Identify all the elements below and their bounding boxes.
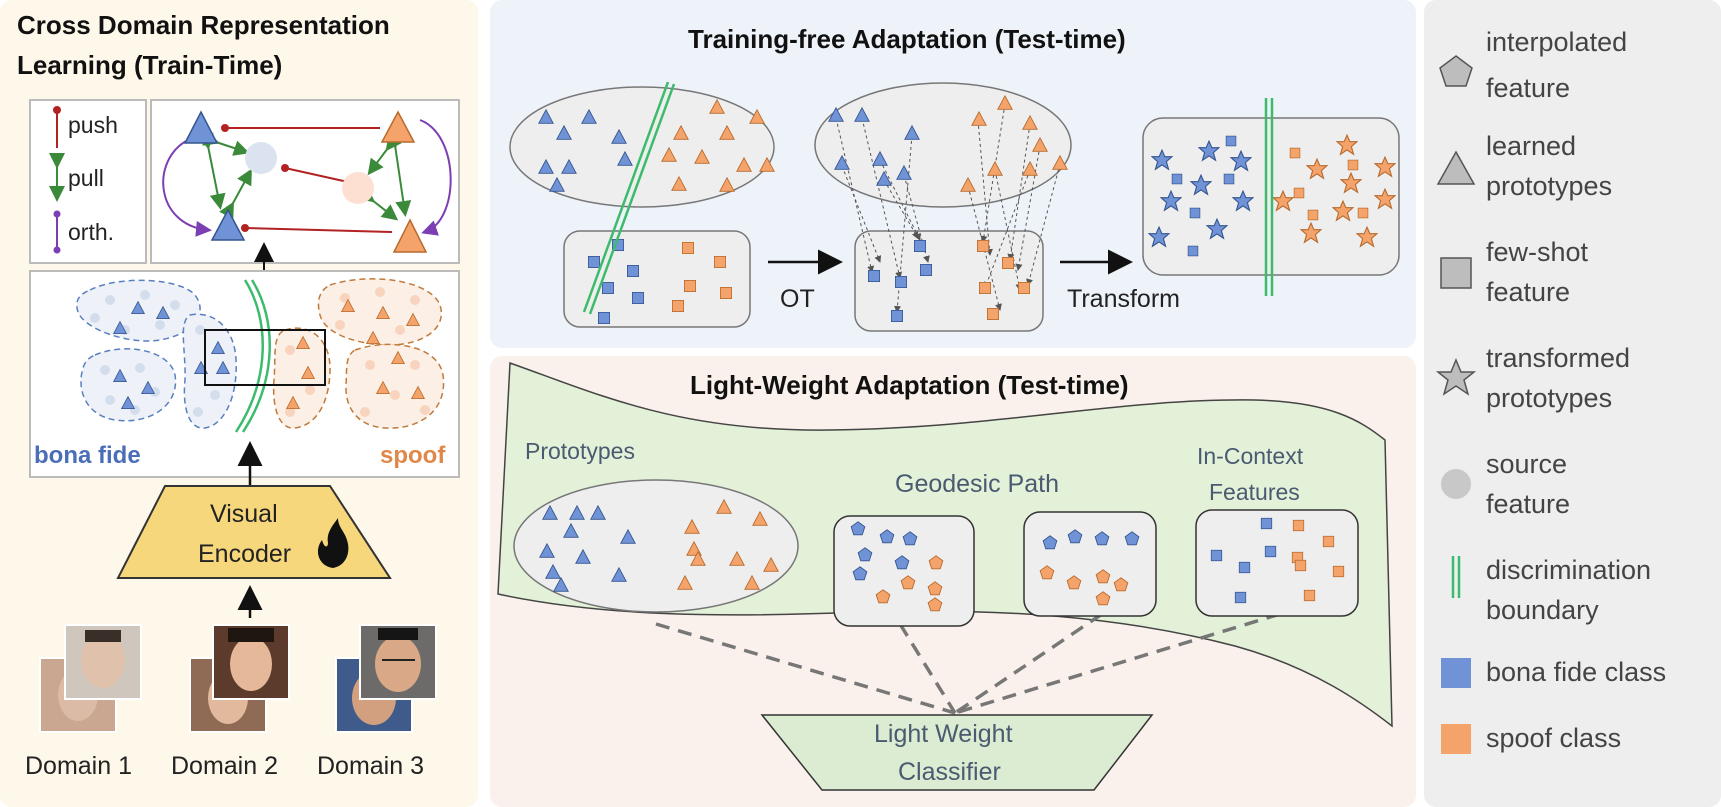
train-title-line1: Cross Domain Representation (17, 10, 390, 40)
legend-boundary-line2: boundary (1486, 595, 1599, 625)
bona-fide-cluster (76, 279, 237, 429)
training-free-title: Training-free Adaptation (Test-time) (688, 24, 1126, 54)
square-icon (1440, 257, 1472, 289)
domain-2-label: Domain 2 (171, 752, 278, 780)
legend-fewshot-line2: feature (1486, 277, 1571, 307)
legend-boundary-line1: discrimination (1486, 555, 1652, 585)
legend-interpolated-line1: interpolated (1486, 27, 1628, 57)
domain-3-label: Domain 3 (317, 752, 424, 780)
prototype-bona-1 (183, 110, 219, 144)
in-context-label-line2: Features (1209, 479, 1300, 505)
boundary-1 (582, 81, 676, 315)
few-shot-box-2 (854, 230, 1044, 332)
prototypes-cluster (513, 479, 799, 613)
encoder-label-line2: Encoder (198, 540, 292, 568)
geodesic-box-2 (1023, 511, 1157, 617)
light-weight-title: Light-Weight Adaptation (Test-time) (690, 370, 1129, 400)
star-icon (1435, 358, 1477, 396)
legend-source-line1: source (1486, 449, 1568, 479)
triangle-icon (1436, 150, 1476, 185)
circle-icon (1441, 469, 1471, 499)
few-shot-box-1 (563, 230, 751, 328)
feature-boundary (234, 279, 271, 433)
zoom-window (204, 329, 326, 386)
classifier-dashed-lines (655, 612, 1281, 715)
boundary-3 (1264, 98, 1274, 296)
train-title-line2: Learning (Train-Time) (17, 50, 283, 80)
pentagon-icon (1439, 55, 1473, 87)
orth-icon (53, 210, 61, 254)
ot-prototype-cluster (814, 82, 1072, 208)
legend-interpolated-line2: feature (1486, 73, 1571, 103)
encoder-label-line1: Visual (210, 500, 278, 528)
legend-transformed-line1: transformed (1486, 343, 1631, 373)
spoof-label: spoof (380, 442, 446, 469)
legend-panel (1424, 0, 1721, 807)
classifier-label-line2: Classifier (898, 758, 1001, 786)
flame-icon (317, 518, 349, 568)
prototype-bona-2 (210, 208, 246, 241)
in-context-box (1195, 509, 1359, 617)
source-prototype-cluster (509, 86, 775, 208)
ot-transport-lines (835, 103, 1061, 313)
source-feature-bona (245, 142, 277, 174)
classifier-label-line1: Light Weight (874, 720, 1013, 748)
prototype-spoof-2 (392, 218, 428, 253)
prototype-spoof-1 (380, 110, 416, 143)
geodesic-path-label: Geodesic Path (895, 470, 1059, 498)
legend-spoof-class: spoof class (1486, 723, 1622, 753)
domain-3-faces (335, 624, 437, 733)
legend-learned-line1: learned (1486, 131, 1577, 161)
prototypes-label: Prototypes (525, 438, 635, 464)
relation-push-label: push (68, 112, 118, 138)
push-icon (53, 106, 61, 148)
legend-source-line2: feature (1486, 489, 1571, 519)
geodesic-box-1 (833, 515, 975, 627)
legend-fewshot-line1: few-shot (1486, 237, 1589, 267)
domain-2-faces (189, 624, 290, 733)
domain-1-label: Domain 1 (25, 752, 132, 780)
ot-label: OT (780, 285, 815, 313)
relation-pull-label: pull (68, 165, 104, 191)
domain-1-faces (39, 624, 142, 733)
legend-learned-line2: prototypes (1486, 171, 1613, 201)
legend-transformed-line2: prototypes (1486, 383, 1613, 413)
legend-bona-fide-class: bona fide class (1486, 657, 1667, 687)
in-context-label-line1: In-Context (1197, 443, 1304, 469)
prototype-relations (162, 119, 452, 237)
double-line-icon (1451, 556, 1461, 598)
relation-orth-label: orth. (68, 219, 115, 245)
source-feature-spoof (342, 172, 374, 204)
bona-fide-label: bona fide (34, 442, 141, 469)
transform-label: Transform (1067, 285, 1180, 313)
light-weight-classifier (760, 714, 1154, 791)
blue-square-icon (1441, 658, 1471, 688)
spoof-cluster (272, 278, 445, 429)
orange-square-icon (1441, 724, 1471, 754)
